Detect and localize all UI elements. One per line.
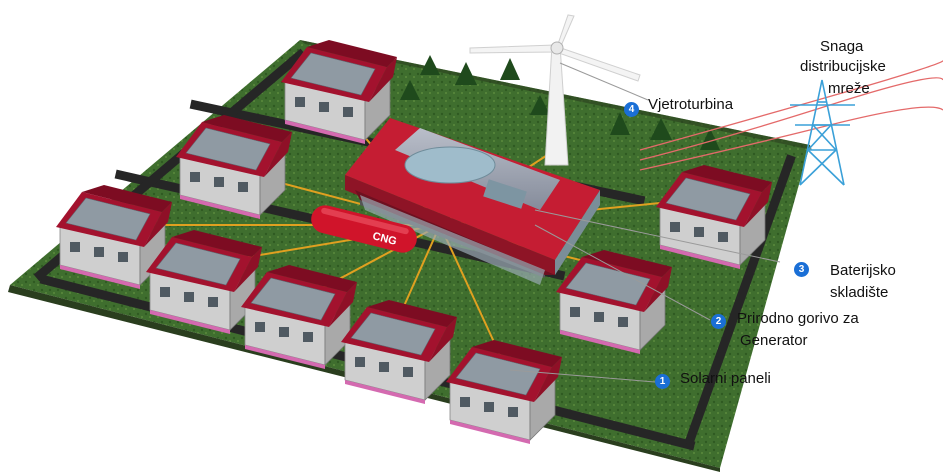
- grid-label-line2: distribucijske: [800, 58, 886, 75]
- cng-tank-label: CNG: [371, 230, 398, 248]
- legend-label-gas-line2: Generator: [740, 332, 808, 349]
- power-pylon-icon: [790, 79, 855, 186]
- legend-label-battery-line2: skladište: [830, 284, 889, 301]
- house-icon: [241, 265, 357, 369]
- house-icon: [281, 40, 397, 144]
- cng-tank-icon: CNG: [311, 205, 417, 253]
- legend-badge-3: 3: [794, 262, 809, 277]
- house-icon: [656, 165, 772, 269]
- house-icon: [176, 115, 292, 219]
- house-icon: [341, 300, 457, 404]
- leader-lines: [509, 62, 781, 383]
- house-icon: [146, 230, 262, 334]
- legend-badge-4: 4: [624, 102, 639, 117]
- legend-badge-1: 1: [655, 374, 670, 389]
- grid-label-line1: Snaga: [820, 38, 864, 55]
- trees: [400, 55, 720, 150]
- house-icon: [556, 250, 672, 354]
- houses: [56, 40, 772, 444]
- control-building-icon: [345, 118, 600, 285]
- grid-power-lines: [639, 59, 943, 171]
- legend-label-solar: Solarni paneli: [680, 370, 771, 387]
- legend-label-wind-turbine: Vjetroturbina: [648, 96, 734, 113]
- legend-badge-2: 2: [711, 314, 726, 329]
- wind-turbine-icon: [469, 14, 641, 166]
- legend-label-gas-line1: Prirodno gorivo za: [737, 310, 859, 327]
- house-icon: [446, 340, 562, 444]
- grid-label-line3: mreže: [828, 80, 870, 97]
- house-icon: [56, 185, 172, 289]
- legend-label-battery-line1: Baterijsko: [830, 262, 896, 279]
